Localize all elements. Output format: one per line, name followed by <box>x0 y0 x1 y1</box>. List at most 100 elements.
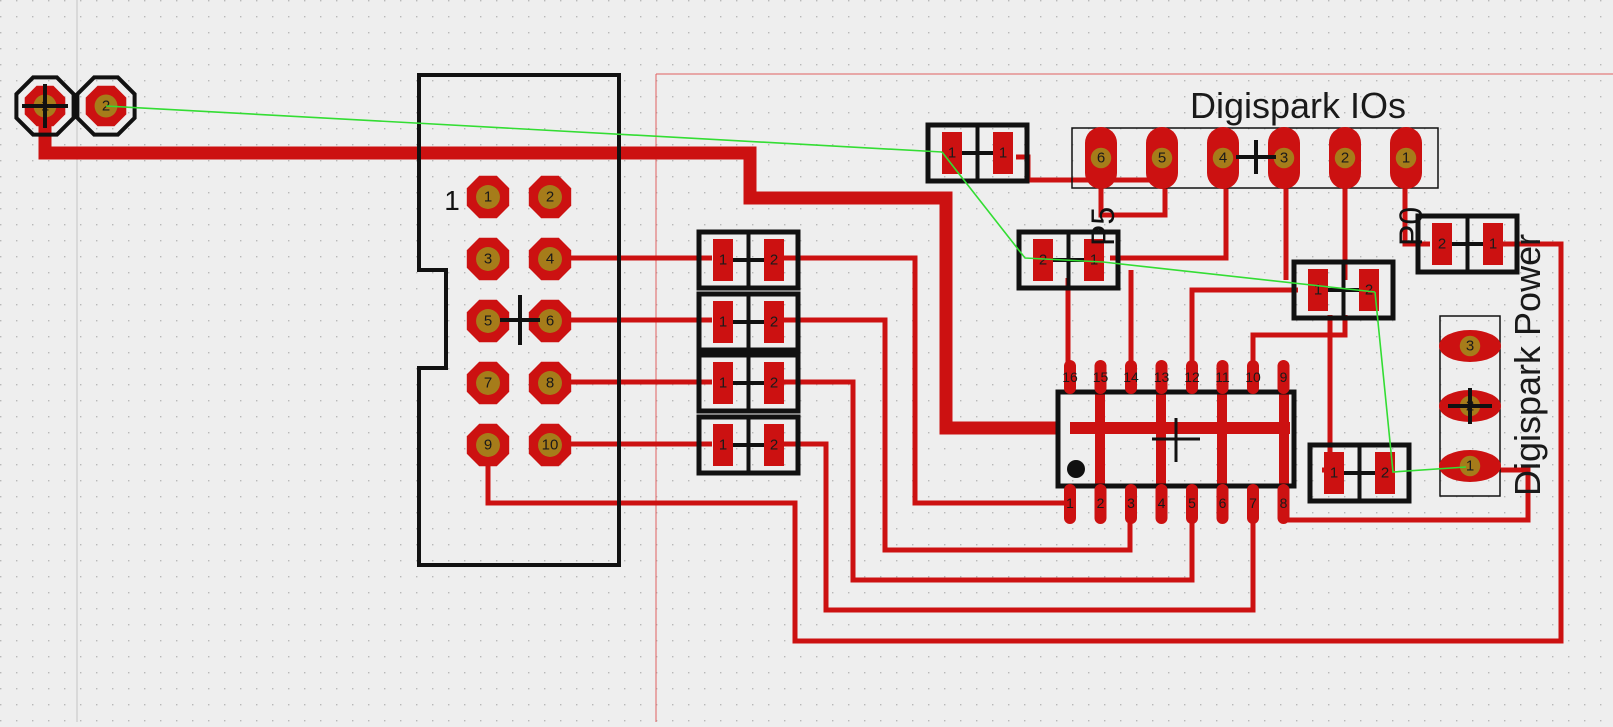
idc-pin-5[interactable]: 5 <box>466 299 510 343</box>
airwire-jumper-to-p5 <box>941 151 1376 293</box>
ic-pin-7[interactable] <box>1247 484 1259 524</box>
trace-ground <box>38 106 1060 435</box>
idc-pin-1[interactable]: 1 <box>466 175 510 219</box>
idc-pin1-marker: 1 <box>444 185 460 216</box>
trace-hdr9-loop <box>485 241 1564 644</box>
airwire-jumper-to-power <box>1374 291 1467 473</box>
idc-pin-9[interactable]: 9 <box>466 423 510 467</box>
ic-pin-11[interactable] <box>1216 360 1229 394</box>
jumper-col-2-pin-2: 2 <box>770 314 778 331</box>
airwires <box>105 105 1467 473</box>
jumper-p0-pin-2: 2 <box>1438 236 1446 253</box>
p5-label: P5 <box>1085 207 1121 246</box>
connector-2pin[interactable]: 12 <box>14 75 137 137</box>
connector-outline-2 <box>75 75 137 137</box>
ic-pin-8-label: 8 <box>1280 495 1288 511</box>
digispark-io-pin-6-label: 6 <box>1097 150 1105 167</box>
ic-pin-2[interactable] <box>1094 484 1107 524</box>
ic-pin-10-label: 10 <box>1245 369 1261 385</box>
trace-j2-ic3 <box>783 317 1133 553</box>
jumper-p0-pin-1: 1 <box>1489 236 1497 253</box>
ic-pin-1[interactable] <box>1064 484 1076 524</box>
digispark-io-pin-3[interactable]: 3 <box>1268 127 1300 189</box>
digispark-io-pin-2[interactable]: 2 <box>1329 127 1361 189</box>
ic-pin-10[interactable] <box>1247 360 1259 394</box>
connector-outline-1 <box>14 75 76 137</box>
copper-traces <box>38 106 1564 644</box>
trace-j4-ic7 <box>783 441 1256 613</box>
ic-pin-4[interactable] <box>1155 484 1168 524</box>
trace-j-ic10 <box>1250 315 1348 375</box>
p0-label: P0 <box>1393 207 1429 246</box>
idc-pin-5-label: 5 <box>484 313 492 330</box>
digispark-io-pin-1-label: 1 <box>1402 150 1410 167</box>
digispark-io-pin-1[interactable]: 1 <box>1390 127 1422 189</box>
idc-pin-2-label: 2 <box>546 189 554 206</box>
idc-pin-7-label: 7 <box>484 375 492 392</box>
digispark-power-pin-3-label: 3 <box>1466 338 1474 355</box>
idc-header-outline <box>417 73 621 567</box>
idc-pin-6[interactable]: 6 <box>528 299 572 343</box>
ic-pin-4-label: 4 <box>1158 495 1166 511</box>
idc-pin-7[interactable]: 7 <box>466 361 510 405</box>
ic-pin-14[interactable] <box>1125 360 1137 394</box>
jumper-col-3-pin-1: 1 <box>719 375 727 392</box>
ic-pin-9-label: 9 <box>1280 369 1288 385</box>
idc-pin-10[interactable]: 10 <box>528 423 572 467</box>
digispark-io-pin-3-label: 3 <box>1280 150 1288 167</box>
digispark-io-pin-4[interactable]: 4 <box>1207 127 1239 189</box>
digispark-power-pin-1[interactable]: 1 <box>1439 450 1501 482</box>
ic-pin-11-label: 11 <box>1215 369 1230 385</box>
jumper-p5-pin-2: 2 <box>1039 252 1047 269</box>
trace-j1-ic1 <box>783 255 1070 506</box>
ic-pin-16[interactable] <box>1064 360 1076 394</box>
idc-pin-6-label: 6 <box>546 313 554 330</box>
idc-pin-2[interactable]: 2 <box>528 175 572 219</box>
digispark-power-pin-3[interactable]: 3 <box>1439 330 1501 362</box>
ic-pin-12[interactable] <box>1186 360 1198 394</box>
ic-pin-6[interactable] <box>1216 484 1229 524</box>
jumper-col-4-pin-2: 2 <box>770 437 778 454</box>
jumper-col-1-pin-1: 1 <box>719 252 727 269</box>
digispark-io-outline <box>1071 127 1439 189</box>
digispark-power-header[interactable]: 321 Digispark Power <box>1439 234 1548 497</box>
idc-pin-1-label: 1 <box>484 189 492 206</box>
digispark-io-pin-2-label: 2 <box>1341 150 1349 167</box>
digispark-io-pin-5[interactable]: 5 <box>1146 127 1178 189</box>
jumper-power-pin-2: 2 <box>1381 465 1389 482</box>
jumper-col-3-pin-2: 2 <box>770 375 778 392</box>
jumper-col-1-pin-2: 2 <box>770 252 778 269</box>
idc-pin-8-label: 8 <box>546 375 554 392</box>
digispark-io-pin-6[interactable]: 6 <box>1085 127 1117 189</box>
idc-pin-10-label: 10 <box>542 437 559 454</box>
ic-pin-9[interactable] <box>1277 360 1290 394</box>
idc-pin-9-label: 9 <box>484 437 492 454</box>
idc-pin-3[interactable]: 3 <box>466 237 510 281</box>
ic-pin-15[interactable] <box>1094 360 1107 394</box>
jumper-top-pin-1: 1 <box>999 145 1007 162</box>
jumper-power-pin-1: 1 <box>1330 465 1338 482</box>
ic-pin-5[interactable] <box>1186 484 1198 524</box>
ic-pin-15-label: 15 <box>1093 369 1109 385</box>
idc-pin-8[interactable]: 8 <box>528 361 572 405</box>
idc-pin-4[interactable]: 4 <box>528 237 572 281</box>
ic-pin-3[interactable] <box>1125 484 1137 524</box>
ic-pin-13[interactable] <box>1155 360 1168 394</box>
trace-j-ic12 <box>1189 287 1298 375</box>
ic-pin-8[interactable] <box>1277 484 1290 524</box>
jumper-top-pin-1: 1 <box>948 145 956 162</box>
